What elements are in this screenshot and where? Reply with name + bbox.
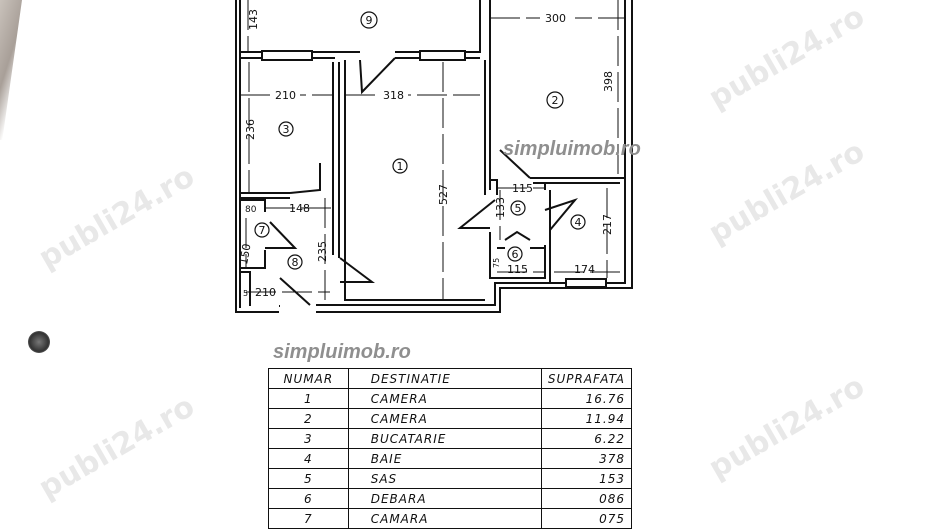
cell-destination: DEBARA	[347, 488, 542, 509]
dim-label: 300	[545, 12, 566, 25]
room-number: 3	[283, 123, 290, 136]
room-number: 8	[292, 256, 299, 269]
dim-label: 174	[574, 263, 595, 276]
room-number: 7	[259, 224, 266, 237]
room-number: 2	[552, 94, 559, 107]
dim-label: 148	[289, 202, 310, 215]
cell-destination: SAS	[347, 468, 542, 489]
dim-label: 236	[244, 119, 257, 140]
cell-destination: CAMARA	[347, 508, 542, 529]
cell-area: 16.76	[540, 388, 633, 409]
table-header: NUMAR DESTINATIE SUPRAFATA	[268, 368, 633, 389]
dim-label: 210	[275, 89, 296, 102]
cell-number: 1	[268, 388, 349, 409]
dim-label: 75	[492, 258, 501, 268]
dim-label: 115	[507, 263, 528, 276]
dim-label: 318	[383, 89, 404, 102]
punch-hole	[28, 331, 50, 353]
cell-area: 075	[540, 508, 633, 529]
cell-destination: CAMERA	[347, 388, 542, 409]
dim-label: 210	[255, 286, 276, 299]
cell-area: 11.94	[540, 408, 633, 429]
header-cell: SUPRAFATA	[540, 368, 633, 389]
dim-label: 150	[237, 243, 253, 266]
room-number: 6	[512, 248, 519, 261]
cell-number: 2	[268, 408, 349, 429]
dim-label: 398	[602, 71, 615, 92]
dim-label: 5	[243, 289, 248, 298]
room-number: 9	[366, 14, 373, 27]
dim-label: 235	[316, 241, 329, 262]
cell-number: 7	[268, 508, 349, 529]
dim-label: 80	[245, 205, 257, 215]
dim-label: 527	[437, 184, 450, 205]
cell-destination: BUCATARIE	[347, 428, 542, 449]
header-cell: DESTINATIE	[347, 368, 542, 389]
dim-label: 115	[512, 182, 533, 195]
brand-watermark: simpluimob.ro	[503, 138, 641, 160]
cell-number: 6	[268, 488, 349, 509]
cell-number: 5	[268, 468, 349, 489]
cell-number: 3	[268, 428, 349, 449]
cell-destination: CAMERA	[347, 408, 542, 429]
cell-area: 153	[540, 468, 633, 489]
cell-area: 086	[540, 488, 633, 509]
room-number: 1	[397, 160, 404, 173]
room-number: 5	[515, 202, 522, 215]
cell-destination: BAIE	[347, 448, 542, 469]
cell-number: 4	[268, 448, 349, 469]
dim-label: 133	[494, 197, 507, 218]
header-cell: NUMAR	[268, 368, 349, 389]
brand-watermark: simpluimob.ro	[273, 341, 411, 363]
cell-area: 378	[540, 448, 633, 469]
dim-label: 143	[247, 9, 260, 30]
room-number: 4	[575, 216, 582, 229]
dim-label: 217	[601, 214, 614, 235]
cell-area: 6.22	[540, 428, 633, 449]
